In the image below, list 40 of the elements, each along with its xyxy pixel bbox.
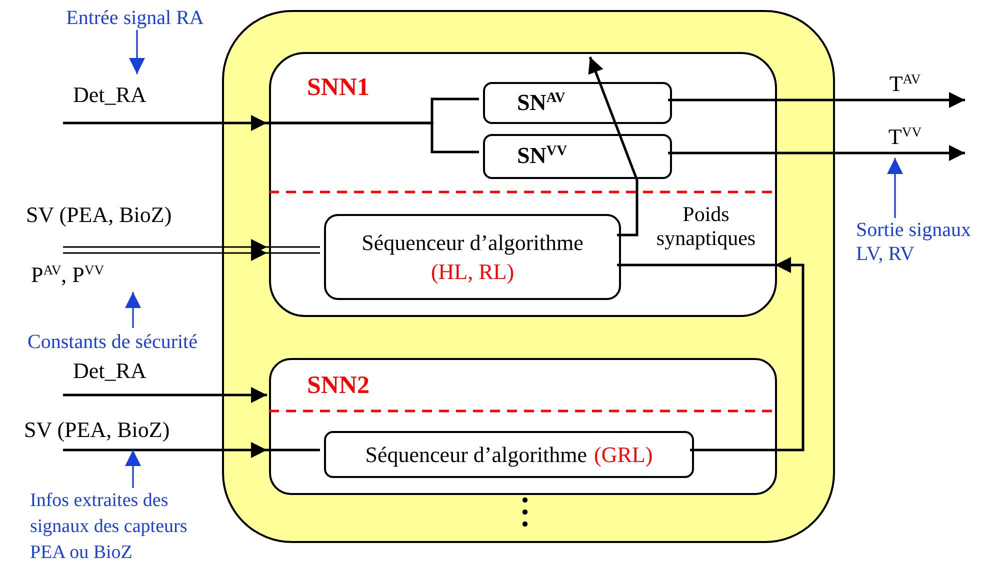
arrow xyxy=(668,92,965,108)
network-panel xyxy=(269,52,777,317)
connector-line xyxy=(267,448,320,452)
signal-label: P$^{AV}$, P$^{VV}$ xyxy=(31,262,104,288)
algorithm-tag: (GRL) xyxy=(594,442,653,468)
arrow xyxy=(588,56,638,236)
signal-label: SV (PEA, BioZ) xyxy=(26,202,172,228)
sequencer-box xyxy=(324,431,694,478)
signal-label: SV (PEA, BioZ) xyxy=(24,417,170,442)
connector-line xyxy=(267,246,320,248)
arrow xyxy=(887,158,903,218)
neuron-label: SN$^{VV}$ xyxy=(517,143,567,170)
arrow xyxy=(129,30,145,74)
connector-line xyxy=(267,122,479,154)
connector-line xyxy=(617,264,775,266)
annotation-text: Sortie signaux LV, RV xyxy=(856,218,972,266)
neuron-label: SN$^{AV}$ xyxy=(517,90,566,116)
panel-title: SNN2 xyxy=(307,372,370,401)
arrow xyxy=(63,442,267,458)
arrow xyxy=(125,450,141,488)
sequencer-box xyxy=(324,214,621,300)
signal-label: Det_RA xyxy=(73,358,146,384)
neuron-box xyxy=(483,82,672,124)
signal-label: Det_RA xyxy=(73,82,146,108)
module-frame xyxy=(222,10,835,543)
arrow xyxy=(125,292,141,328)
arrow xyxy=(668,145,965,161)
annotation-text: Infos extraites des signaux des capteurs PEA ou BioZ xyxy=(30,489,188,565)
annotation-text: Constants de sécurité xyxy=(28,330,198,354)
annotation-text: Entrée signal RA xyxy=(66,6,204,30)
sequencer-label: Séquenceur d’algorithme xyxy=(365,442,588,468)
sequencer-label: Séquenceur d’algorithme xyxy=(362,230,584,255)
neuron-box xyxy=(483,134,672,179)
algorithm-tag: (HL, RL) xyxy=(430,259,514,284)
network-panel xyxy=(269,358,777,495)
connector-line xyxy=(267,252,320,254)
panel-title: SNN1 xyxy=(307,74,370,103)
arrow xyxy=(63,387,267,403)
arrow xyxy=(690,257,804,452)
arrow xyxy=(63,115,267,131)
